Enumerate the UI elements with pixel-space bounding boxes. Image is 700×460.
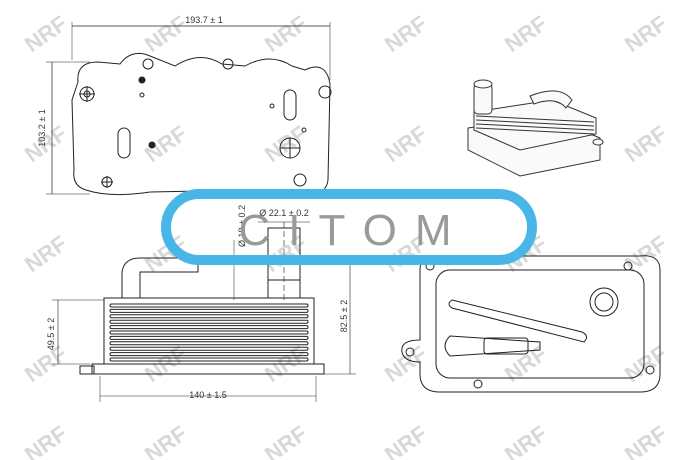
nrf-watermark: NRF <box>500 11 551 57</box>
nrf-watermark: NRF <box>20 11 71 57</box>
nrf-watermark: NRF <box>380 341 431 387</box>
citom-brand-badge: CITOM <box>161 189 537 265</box>
nrf-watermark: NRF <box>500 421 551 460</box>
cooler-fin <box>109 303 309 308</box>
side-length-label: 140 ± 1.5 <box>189 390 226 400</box>
cooler-fin <box>109 308 309 313</box>
nrf-watermark: NRF <box>140 11 191 57</box>
isometric-view-drawing <box>467 79 604 177</box>
brand-text: CITOM <box>239 206 470 255</box>
side-view-drawing <box>52 221 356 402</box>
port-small-diameter-label: Ø 18 ± 0.2 <box>237 205 247 247</box>
cooler-fin <box>109 352 309 357</box>
cooler-fin <box>109 346 309 351</box>
nrf-watermark: NRF <box>140 421 191 460</box>
port-large-diameter-label: Ø 22.1 ± 0.2 <box>259 208 308 218</box>
cooler-fin <box>109 357 309 362</box>
nrf-watermark: NRF <box>500 341 551 387</box>
cooler-fin <box>109 319 309 324</box>
side-body-height-label: 49.5 ± 2 <box>46 318 56 350</box>
cooler-fin <box>109 341 309 346</box>
top-height-label: 103.2 ± 1 <box>37 109 47 146</box>
cooler-fin <box>109 325 309 330</box>
nrf-watermark: NRF <box>260 11 311 57</box>
cooler-fin <box>109 335 309 340</box>
nrf-watermark: NRF <box>380 421 431 460</box>
nrf-watermark: NRF <box>620 421 671 460</box>
cooler-fin <box>109 314 309 319</box>
side-total-height-label: 82.5 ± 2 <box>339 300 349 332</box>
nrf-watermark: NRF <box>620 11 671 57</box>
nrf-watermark: NRF <box>260 421 311 460</box>
bottom-view-drawing <box>401 255 661 393</box>
nrf-watermark: NRF <box>620 121 671 167</box>
nrf-watermark: NRF <box>380 121 431 167</box>
nrf-watermark: NRF <box>620 341 671 387</box>
nrf-watermark: NRF <box>20 421 71 460</box>
cooler-fin <box>109 330 309 335</box>
nrf-watermark: NRF <box>20 231 71 277</box>
nrf-watermark: NRF <box>380 11 431 57</box>
top-width-label: 193.7 ± 1 <box>185 15 222 25</box>
nrf-watermark: NRF <box>140 121 191 167</box>
top-view-drawing <box>46 22 332 196</box>
